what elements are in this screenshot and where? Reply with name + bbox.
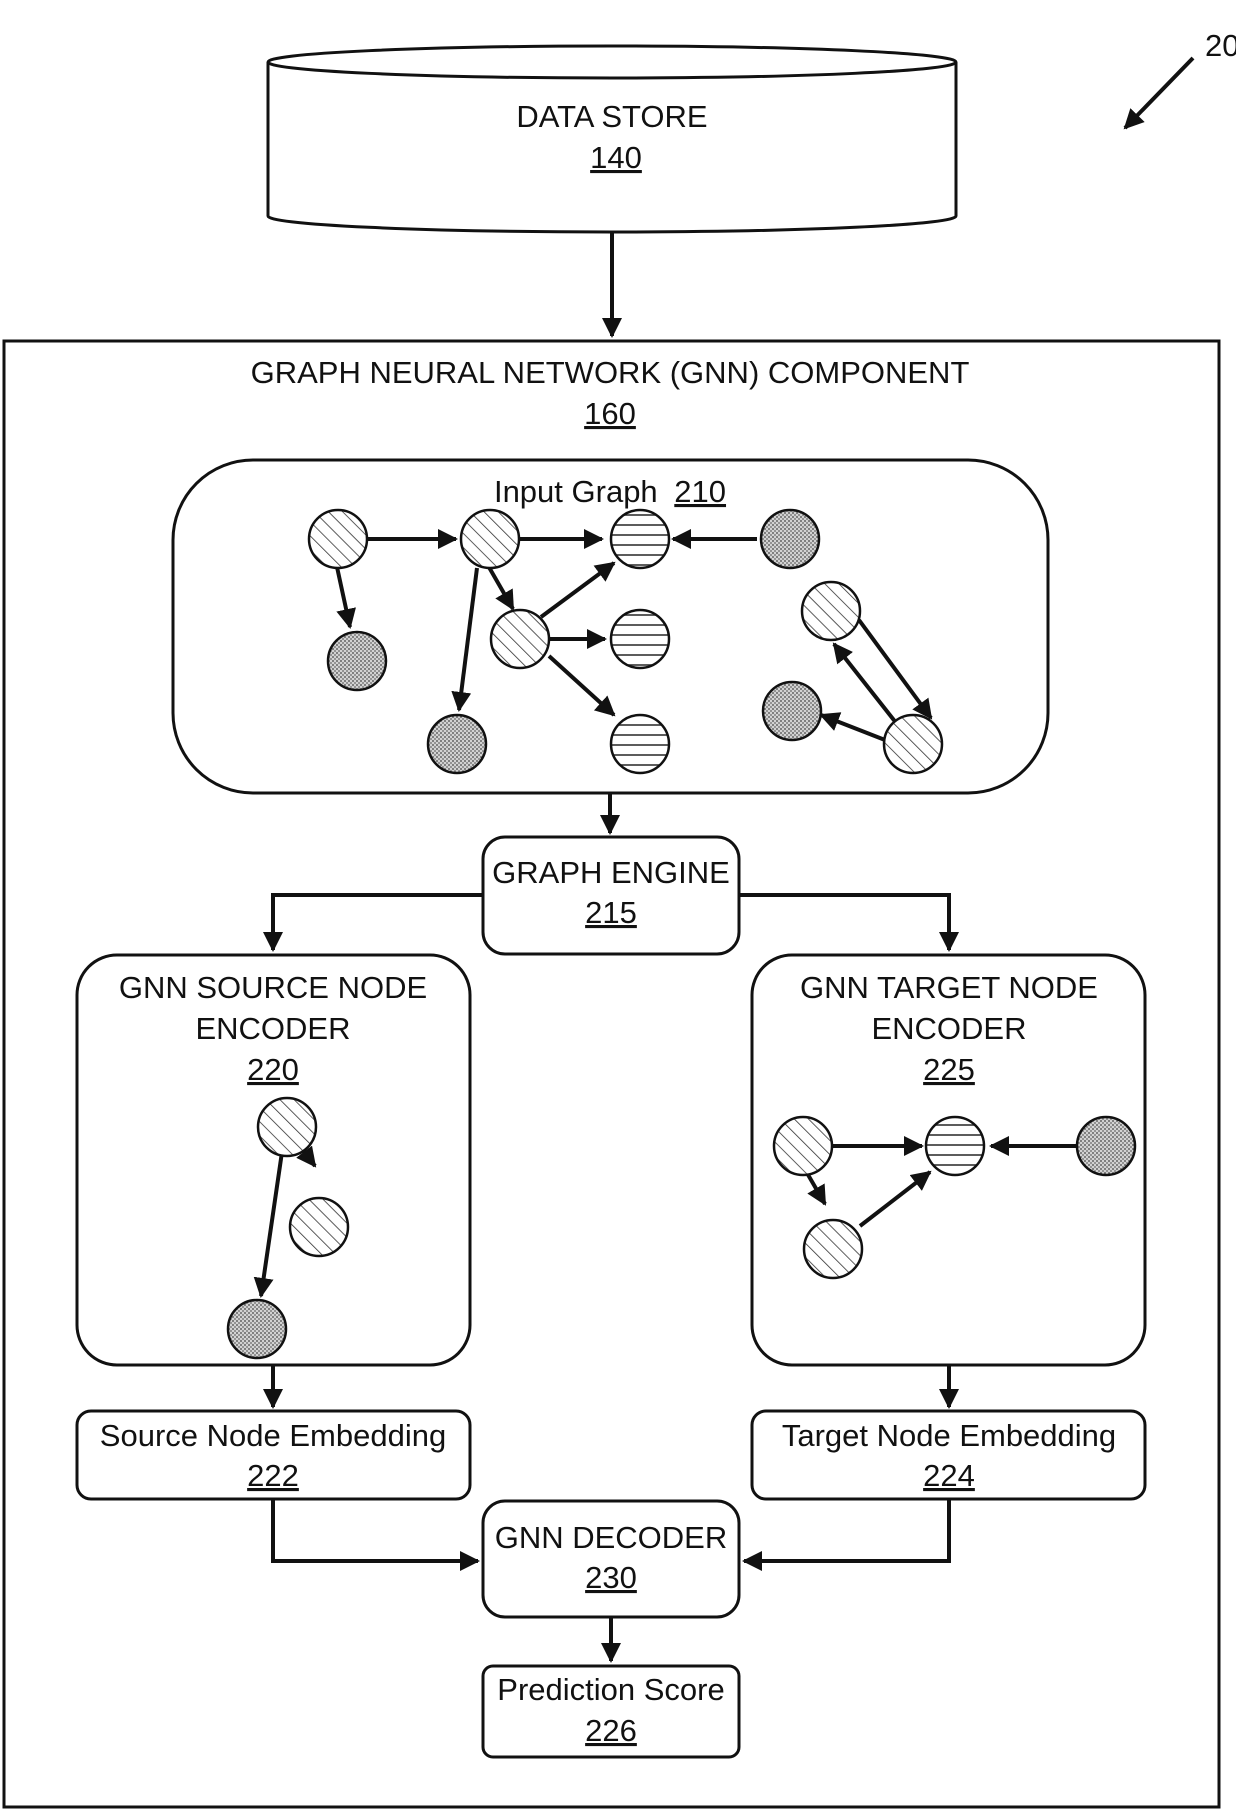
graph-node-hatched [884,715,942,773]
source-encoder-ref: 220 [247,1052,299,1087]
target-encoder-ref: 225 [923,1052,975,1087]
source-embedding-title: Source Node Embedding [100,1418,446,1453]
source-encoder-box: GNN SOURCE NODE ENCODER 220 [77,955,470,1365]
gnn-decoder-title: GNN DECODER [495,1520,728,1555]
graph-node-dotted [761,510,819,568]
gnn-component-title: GRAPH NEURAL NETWORK (GNN) COMPONENT [251,355,970,390]
target-embedding-title: Target Node Embedding [782,1418,1116,1453]
data-store-title: DATA STORE [516,99,707,134]
prediction-score-ref: 226 [585,1713,637,1748]
input-graph-title: Input Graph [494,474,658,509]
source-encoder-title-line2: ENCODER [195,1011,350,1046]
figure-ref-callout: 20 [1125,28,1236,128]
target-node-hatched [804,1220,862,1278]
data-store-cylinder: DATA STORE 140 [268,46,956,232]
graph-engine-box: GRAPH ENGINE 215 [483,837,739,954]
data-store-ref: 140 [590,140,642,175]
graph-node-hatched [802,582,860,640]
target-encoder-box: GNN TARGET NODE ENCODER 225 [752,955,1145,1365]
figure-ref-number: 20 [1205,28,1236,63]
graph-node-dotted [328,632,386,690]
prediction-score-title: Prediction Score [497,1672,724,1707]
target-encoder-title-line2: ENCODER [871,1011,1026,1046]
source-encoder-title-line1: GNN SOURCE NODE [119,970,427,1005]
target-embedding-ref: 224 [923,1458,975,1493]
graph-node-striped [611,610,669,668]
target-node-dotted [1077,1117,1135,1175]
gnn-decoder-ref: 230 [585,1560,637,1595]
graph-node-striped [611,715,669,773]
target-node-striped [926,1117,984,1175]
graph-node-hatched [491,610,549,668]
graph-node-striped [611,510,669,568]
input-graph-box: Input Graph 210 [173,460,1048,793]
graph-node-hatched [461,510,519,568]
prediction-score-box: Prediction Score 226 [483,1666,739,1757]
svg-text:Input Graph 210: Input Graph 210 [494,474,726,509]
graph-node-hatched [309,510,367,568]
source-node-dotted [228,1300,286,1358]
target-encoder-title-line1: GNN TARGET NODE [800,970,1098,1005]
source-node-hatched [290,1198,348,1256]
graph-engine-ref: 215 [585,895,637,930]
target-node-hatched [774,1117,832,1175]
source-node-hatched [258,1098,316,1156]
gnn-decoder-box: GNN DECODER 230 [483,1501,739,1617]
source-embedding-box: Source Node Embedding 222 [77,1411,470,1499]
graph-node-dotted [763,682,821,740]
input-graph-ref: 210 [674,474,726,509]
source-embedding-ref: 222 [247,1458,299,1493]
gnn-component-ref: 160 [584,396,636,431]
graph-node-dotted [428,715,486,773]
graph-engine-title: GRAPH ENGINE [492,855,730,890]
target-embedding-box: Target Node Embedding 224 [752,1411,1145,1499]
